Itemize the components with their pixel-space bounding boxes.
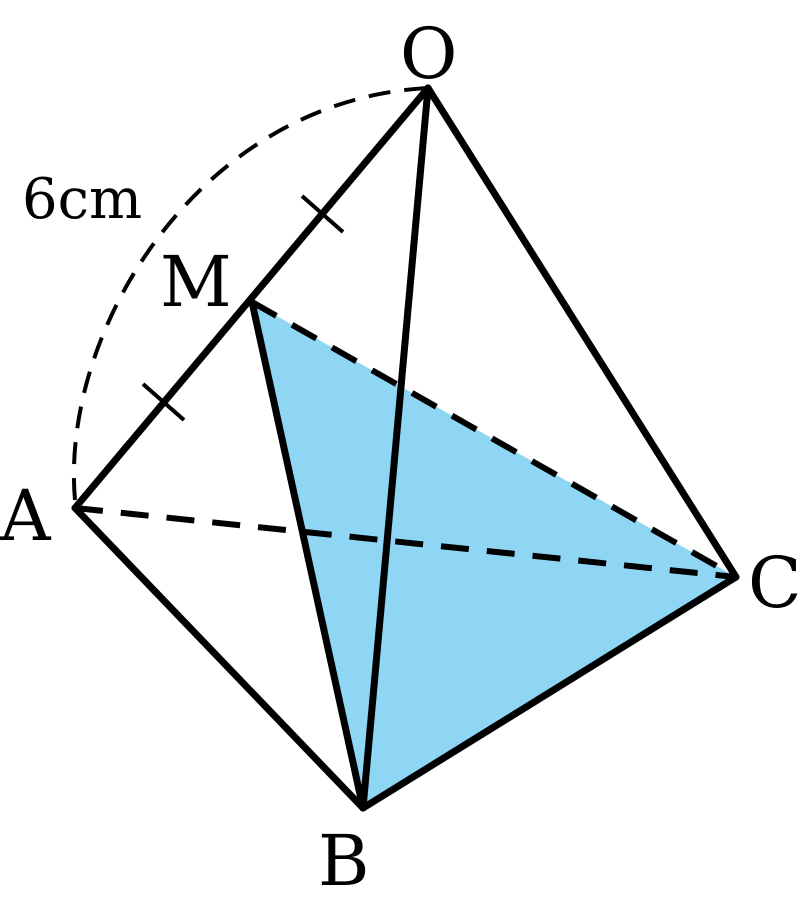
tick-mark-am xyxy=(141,382,186,422)
edge-ac-hidden xyxy=(74,505,737,580)
length-arc xyxy=(71,86,429,501)
face-mbc xyxy=(252,302,736,808)
edge-ob xyxy=(359,84,432,812)
measurement-label: 6cm xyxy=(22,167,142,232)
edge-ab xyxy=(71,504,367,812)
edge-oc xyxy=(424,84,740,581)
edge-mb xyxy=(248,298,367,812)
edge-mc-hidden xyxy=(250,299,738,580)
edge-bc xyxy=(359,573,740,812)
label-c: C xyxy=(748,542,802,624)
label-o: O xyxy=(400,13,457,95)
label-a: A xyxy=(0,475,52,557)
label-b: B xyxy=(318,820,369,902)
label-m: M xyxy=(160,241,232,323)
edge-ao xyxy=(71,84,432,512)
tick-mark-mo xyxy=(300,194,345,234)
